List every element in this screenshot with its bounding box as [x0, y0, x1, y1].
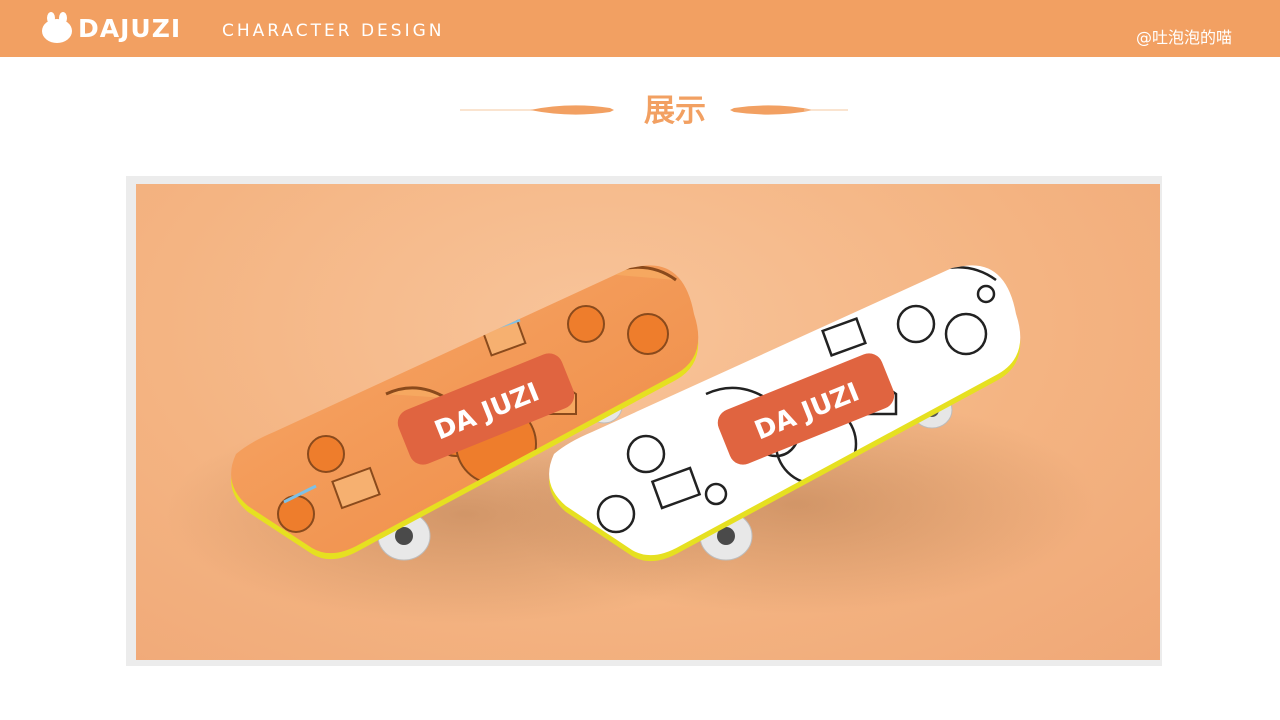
- author-credit: @吐泡泡的喵: [1135, 28, 1232, 47]
- label-panel-left: [397, 353, 575, 465]
- brand-subtitle: CHARACTER DESIGN: [222, 21, 445, 41]
- skateboard-showcase: DA JUZI: [136, 184, 1160, 660]
- skateboard-render: DA JUZI: [166, 265, 1096, 624]
- label-panel-right: [717, 353, 895, 465]
- skateboard-line-art: DA JUZI: [549, 265, 1021, 562]
- brand-title: DAJUZI: [78, 14, 182, 43]
- orange-logo-icon: [42, 12, 72, 43]
- title-decoration-right: [730, 105, 848, 115]
- header-bar: DAJUZI CHARACTER DESIGN @吐泡泡的喵: [0, 0, 1280, 57]
- section-title: 展示: [644, 93, 706, 129]
- title-decoration-left: [460, 105, 614, 115]
